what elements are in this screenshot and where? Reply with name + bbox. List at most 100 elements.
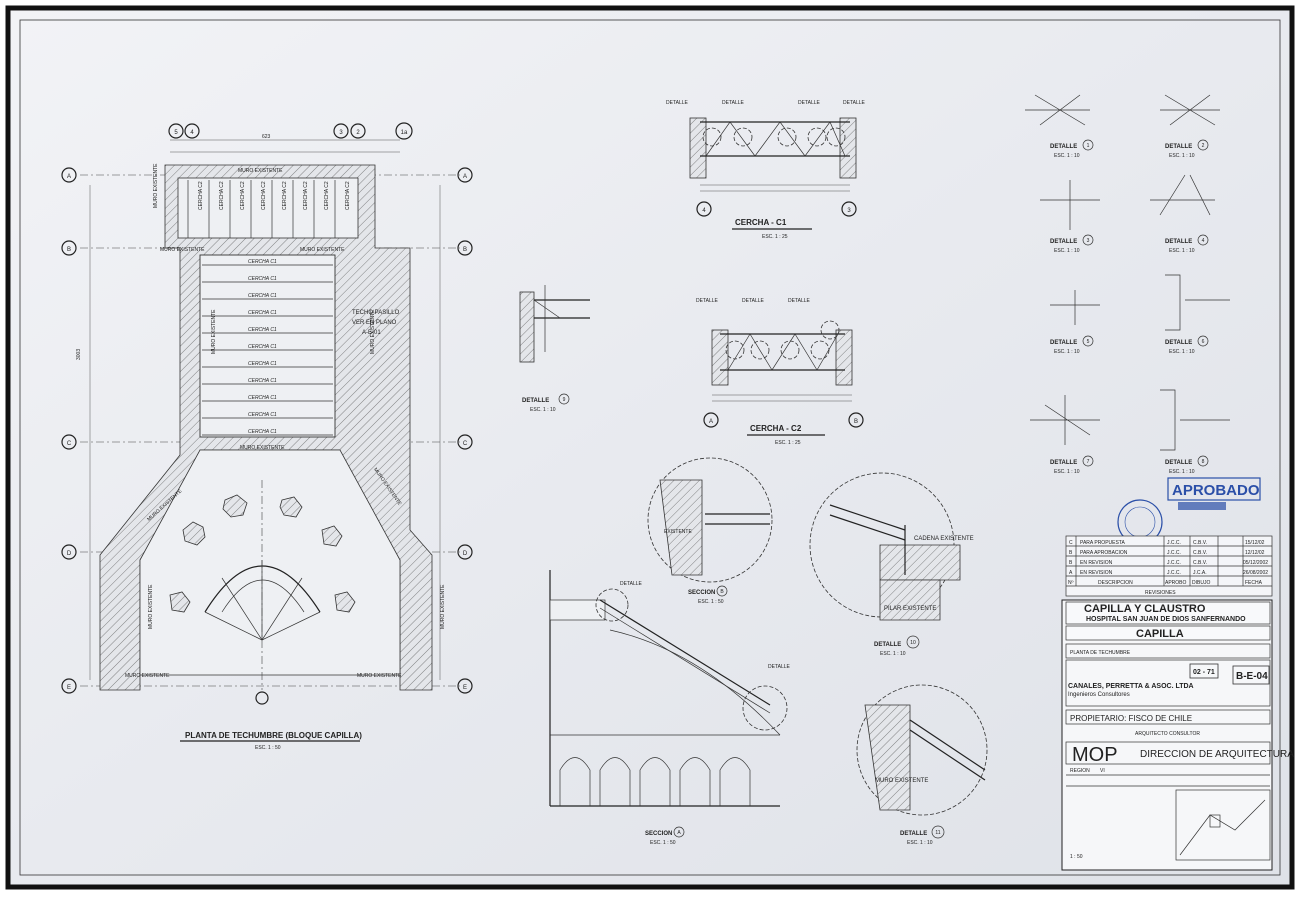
wall-label: MURO EXISTENTE <box>211 309 217 354</box>
svg-text:C.B.V.: C.B.V. <box>1193 540 1207 546</box>
detail-scale: ESC. 1 : 10 <box>1169 153 1195 159</box>
truss-c1-label: CERCHA C1 <box>248 310 277 316</box>
wall-label: MURO EXISTENTE <box>370 309 376 354</box>
building-name: CAPILLA <box>1136 628 1184 640</box>
svg-text:B: B <box>1069 560 1073 566</box>
wall-label: MURO EXISTENTE <box>125 673 170 679</box>
wall-label: MURO EXISTENTE <box>148 584 154 629</box>
svg-text:C.B.V.: C.B.V. <box>1193 560 1207 566</box>
detail-bubble <box>1197 234 1209 246</box>
axis-bubble-top: 2 <box>356 130 360 136</box>
detail-scale: ESC. 1 : 10 <box>880 651 906 657</box>
axis-bubble-right: E <box>463 685 467 691</box>
c1-scale: ESC. 1 : 25 <box>762 234 788 240</box>
roof-note: TECHO PASILLO <box>352 310 400 316</box>
owner: PROPIETARIO: FISCO DE CHILE <box>1070 714 1192 723</box>
svg-text:A: A <box>1069 570 1073 576</box>
svg-text:FECHA: FECHA <box>1245 580 1263 586</box>
detail-callout: DETALLE <box>666 100 689 106</box>
truss-c2-label: CERCHA C2 <box>345 181 351 210</box>
detail-drawing <box>1050 290 1100 325</box>
wall-label: MURO EXISTENTE <box>440 584 446 629</box>
detail-title: DETALLE <box>1050 144 1077 150</box>
title-scale: 1 : 50 <box>1070 854 1083 860</box>
truss-c1-label: CERCHA C1 <box>248 378 277 384</box>
c1-axis-left: 4 <box>702 208 706 214</box>
axis-bubble-left: E <box>67 685 71 691</box>
detail-title: DETALLE <box>1165 144 1192 150</box>
detail-drawing <box>1030 395 1100 445</box>
svg-text:623: 623 <box>262 134 271 140</box>
truss-c1-label: CERCHA C1 <box>248 293 277 299</box>
axis-bubble-top: 4 <box>190 130 194 136</box>
detail-10-note: PILAR EXISTENTE <box>884 606 936 612</box>
section-scale: ESC. 1 : 50 <box>698 599 724 605</box>
svg-text:05/12/2002: 05/12/2002 <box>1243 560 1268 566</box>
title-block: CAPILLA Y CLAUSTRO HOSPITAL SAN JUAN DE … <box>1061 599 1294 871</box>
svg-text:J.C.A.: J.C.A. <box>1193 570 1207 576</box>
truss-c1-label: CERCHA C1 <box>248 327 277 333</box>
truss-c2-label: CERCHA C2 <box>303 181 309 210</box>
section-a: DETALLE DETALLE SECCION A ESC. 1 : 50 <box>549 570 791 846</box>
detail-title: DETALLE <box>522 398 549 404</box>
svg-text:DIBUJO: DIBUJO <box>1192 580 1210 586</box>
section-number: A <box>677 830 681 836</box>
detail-bubble <box>1082 139 1094 151</box>
pillars <box>169 494 356 613</box>
detail-bubble <box>1082 234 1094 246</box>
truss-c1-label: CERCHA C1 <box>248 429 277 435</box>
truss-c2-label: CERCHA C2 <box>219 181 225 210</box>
detail-number: 9 <box>563 397 566 403</box>
detail-number: 11 <box>935 830 940 836</box>
firm-subtitle: Ingenieros Consultores <box>1068 692 1130 698</box>
detail-scale: ESC. 1 : 10 <box>1169 248 1195 254</box>
axis-bubble-right: A <box>463 174 467 180</box>
detail-drawing <box>1165 274 1230 331</box>
wall-label: MURO EXISTENTE <box>357 673 402 679</box>
detail-scale: ESC. 1 : 10 <box>530 407 556 413</box>
detail-drawing <box>1150 174 1215 216</box>
section-scale: ESC. 1 : 50 <box>650 840 676 846</box>
detail-title: DETALLE <box>874 642 901 648</box>
svg-text:EN REVISION: EN REVISION <box>1080 570 1113 576</box>
region: VI <box>1100 768 1105 774</box>
detail-bubble <box>1197 335 1209 347</box>
detail-scale: ESC. 1 : 10 <box>1054 349 1080 355</box>
truss-c1-label: CERCHA C1 <box>248 344 277 350</box>
svg-text:J.C.C.: J.C.C. <box>1167 540 1181 546</box>
detail-number: 1 <box>1087 143 1090 149</box>
detail-scale: ESC. 1 : 10 <box>1054 153 1080 159</box>
detail-drawing <box>1040 180 1100 230</box>
detail-title: DETALLE <box>1050 340 1077 346</box>
c1-axis-right: 3 <box>847 208 851 214</box>
svg-text:J.C.C.: J.C.C. <box>1167 560 1181 566</box>
detail-11: MURO EXISTENTE DETALLE 11 ESC. 1 : 10 <box>856 684 988 846</box>
c2-axis-right: B <box>854 419 858 425</box>
detail-number: 3 <box>1087 238 1090 244</box>
detail-scale: ESC. 1 : 10 <box>1169 469 1195 475</box>
detail-scale: ESC. 1 : 10 <box>1169 349 1195 355</box>
svg-text:REGION: REGION <box>1070 768 1090 774</box>
plan-code: B-E-04 <box>1236 671 1268 682</box>
svg-text:15/12/02: 15/12/02 <box>1245 540 1265 546</box>
axis-bubble-left: A <box>67 174 71 180</box>
axis-bubble-top: 5 <box>174 130 178 136</box>
detail-drawing <box>1160 389 1230 451</box>
mop-logo: MOP <box>1072 744 1118 766</box>
detail-callout: DETALLE <box>768 664 791 670</box>
detail-number: 10 <box>910 640 916 646</box>
axis-bubble-right: B <box>463 247 467 253</box>
svg-text:PARA APROBACION: PARA APROBACION <box>1080 550 1128 556</box>
truss-c1: 4 3 DETALLE DETALLE DETALLE DETALLE CERC… <box>666 100 866 240</box>
truss-c2-label: CERCHA C2 <box>198 181 204 210</box>
detail-callout: DETALLE <box>722 100 745 106</box>
detail-number: 4 <box>1202 238 1205 244</box>
section-b: EXISTENTE SECCION B ESC. 1 : 50 <box>647 457 773 605</box>
truss-c2-label: CERCHA C2 <box>261 181 267 210</box>
svg-text:C.B.V.: C.B.V. <box>1193 550 1207 556</box>
